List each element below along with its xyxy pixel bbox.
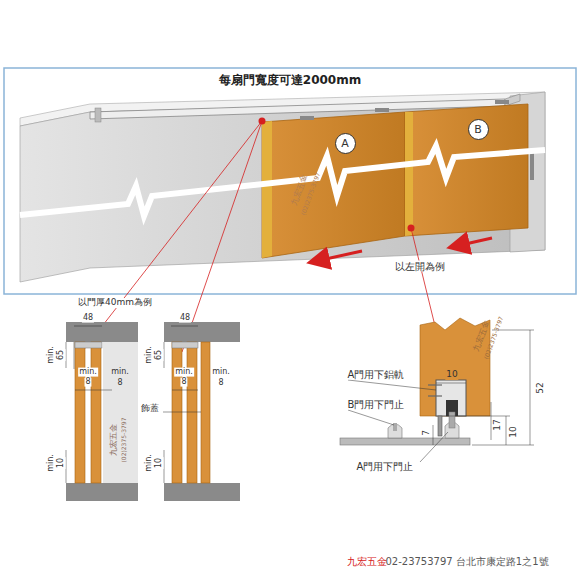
footer-brand: 九宏五金 <box>347 556 387 567</box>
dimension: 48 <box>82 314 94 323</box>
dimension: 8 <box>116 379 123 388</box>
dimension: 10 <box>57 457 66 469</box>
footer-contact: 02-23753797 台北市康定路1之1號 <box>385 556 548 567</box>
dimension: 52 <box>536 381 546 394</box>
watermark: (02)2375-3797 <box>121 417 128 462</box>
watermark: 九宏五金 <box>110 424 119 456</box>
dimension: min. <box>145 345 154 365</box>
title: 每扇門寬度可達2000mm <box>219 74 361 87</box>
part-name: B門用下門止 <box>347 399 406 410</box>
dimension: 10 <box>445 370 458 380</box>
dimension: min. <box>110 368 130 377</box>
dimension: min. <box>174 368 194 377</box>
dimension: min. <box>211 368 231 377</box>
dimension: 8 <box>180 378 187 387</box>
dimension: 48 <box>179 314 191 323</box>
dimension: min. <box>47 345 56 365</box>
note: 以左開為例 <box>394 261 446 272</box>
note: 以門厚40mm為例 <box>77 298 153 308</box>
dimension: 17 <box>493 418 503 431</box>
dimension: min. <box>145 453 154 473</box>
part-name: 飾蓋 <box>140 404 160 414</box>
dimension: 10 <box>155 457 164 469</box>
door-callout: A <box>335 133 356 154</box>
dimension: min. <box>78 368 98 377</box>
dimension: 10 <box>509 425 519 438</box>
callout-letter: B <box>474 123 482 136</box>
part-name: A門用下鋁軌 <box>347 369 406 380</box>
dimension: 7 <box>422 429 432 437</box>
dimension: 8 <box>84 378 91 387</box>
dimension: 8 <box>217 379 224 388</box>
callout-letter: A <box>341 137 349 150</box>
dimension: 65 <box>155 349 164 361</box>
dimension: 65 <box>57 349 66 361</box>
door-callout: B <box>468 119 489 140</box>
dimension: min. <box>47 453 56 473</box>
part-name: A門用下門止 <box>356 461 415 472</box>
